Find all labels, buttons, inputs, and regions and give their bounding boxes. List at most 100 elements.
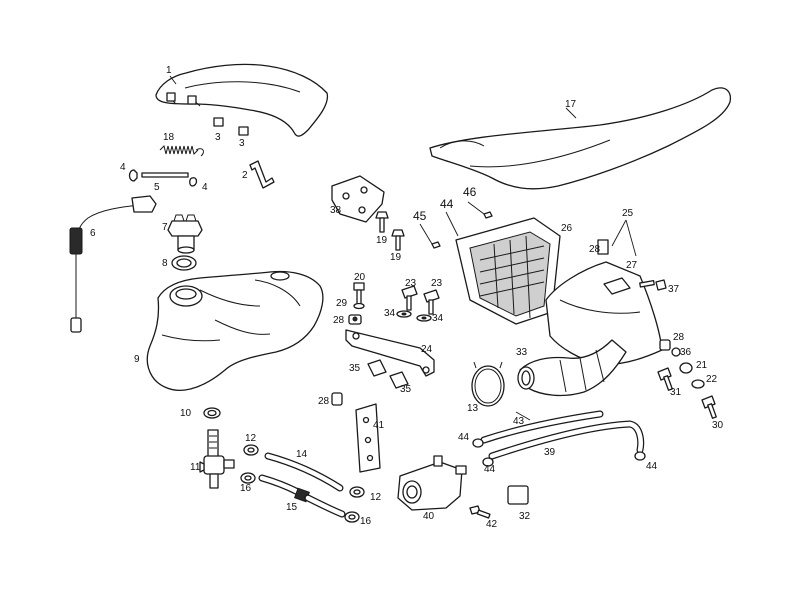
callout-20: 20 — [354, 272, 366, 283]
callout-6: 6 — [90, 228, 96, 239]
callout-35: 35 — [349, 363, 361, 374]
callout-16: 16 — [240, 483, 252, 494]
callout-32: 32 — [519, 511, 531, 522]
callout-7: 7 — [162, 222, 168, 233]
screw-part — [375, 211, 405, 251]
callout-24: 24 — [421, 344, 433, 355]
callout-3: 3 — [239, 138, 245, 149]
callout-14: 14 — [296, 449, 308, 460]
bolt-part — [353, 282, 365, 307]
callout-28: 28 — [673, 332, 685, 343]
callout-27: 27 — [626, 260, 638, 271]
callout-9: 9 — [134, 354, 140, 365]
breather-hose-part — [480, 410, 645, 460]
callout-40: 40 — [423, 511, 435, 522]
callout-44: 44 — [440, 197, 454, 211]
fuel-hose-part — [264, 452, 344, 492]
callout-45: 45 — [413, 209, 427, 223]
leader-lines — [169, 75, 637, 421]
gasket-part — [171, 255, 197, 271]
callout-38: 38 — [330, 205, 342, 216]
plate-part — [355, 403, 381, 473]
callout-15: 15 — [286, 502, 298, 513]
carburetor-body-part — [397, 455, 467, 511]
callout-23: 23 — [405, 278, 417, 289]
release-cable-part — [69, 195, 157, 333]
callout-11: 11 — [190, 462, 201, 473]
callout-25: 25 — [622, 208, 634, 219]
callout-44: 44 — [646, 461, 658, 472]
callout-19: 19 — [390, 252, 402, 263]
hose-clip-part — [203, 407, 221, 419]
callout-12: 12 — [370, 492, 382, 503]
callout-4: 4 — [202, 182, 208, 193]
callout-labels: 1 2 3 3 4 4 5 6 7 8 9 10 11 12 12 13 14 … — [90, 65, 724, 530]
callout-30: 30 — [712, 420, 724, 431]
seat-part — [429, 87, 732, 190]
callout-43: 43 — [513, 416, 525, 427]
callout-17: 17 — [565, 99, 577, 110]
callout-28: 28 — [318, 396, 330, 407]
fuel-tank-part — [146, 270, 324, 392]
foam-block-part — [507, 485, 529, 505]
callout-46: 46 — [463, 185, 477, 199]
tank-cover-part — [155, 63, 329, 137]
callout-35: 35 — [400, 384, 412, 395]
callout-22: 22 — [706, 374, 718, 385]
callout-8: 8 — [162, 258, 168, 269]
mounting-bracket-part — [345, 329, 435, 377]
callout-34: 34 — [384, 308, 396, 319]
callout-44: 44 — [458, 432, 470, 443]
grommet-part — [659, 339, 705, 389]
callout-18: 18 — [163, 132, 175, 143]
callout-23: 23 — [431, 278, 443, 289]
callout-31: 31 — [670, 387, 682, 398]
callout-16: 16 — [360, 516, 372, 527]
support-bracket-part — [331, 175, 385, 223]
callout-21: 21 — [696, 360, 708, 371]
air-filter-element-part — [455, 217, 561, 325]
callout-12: 12 — [245, 433, 257, 444]
callout-1: 1 — [166, 65, 172, 76]
callout-29: 29 — [336, 298, 348, 309]
callout-5: 5 — [154, 182, 160, 193]
callout-42: 42 — [486, 519, 498, 530]
clamp-ring-part — [471, 361, 505, 407]
spring-part — [159, 145, 204, 157]
filler-cap-part — [167, 214, 203, 254]
callout-28: 28 — [333, 315, 345, 326]
air-box-part — [545, 239, 663, 366]
fuel-tap-part — [199, 429, 235, 489]
washer-part — [396, 310, 432, 322]
callout-13: 13 — [467, 403, 479, 414]
nut-part — [331, 392, 343, 406]
callout-44: 44 — [484, 464, 496, 475]
callout-39: 39 — [544, 447, 556, 458]
callout-3: 3 — [215, 132, 221, 143]
screw-part — [431, 211, 493, 249]
callout-34: 34 — [432, 313, 444, 324]
callout-28: 28 — [589, 244, 601, 255]
bolt-part — [639, 279, 717, 419]
knob-screw-part — [401, 285, 440, 315]
intake-duct-part — [517, 339, 627, 397]
clip-part — [367, 359, 409, 389]
nut-part — [348, 314, 362, 325]
callout-4: 4 — [120, 162, 126, 173]
fuel-filter-part — [258, 474, 346, 518]
hose-clamp-part — [240, 444, 365, 523]
callout-26: 26 — [561, 223, 573, 234]
hinge-pin-part — [128, 169, 198, 187]
callout-2: 2 — [242, 170, 248, 181]
clip-part — [213, 117, 249, 136]
callout-41: 41 — [373, 420, 385, 431]
screw-part — [469, 505, 491, 519]
bracket-part — [249, 160, 275, 189]
callout-37: 37 — [668, 284, 680, 295]
callout-19: 19 — [376, 235, 388, 246]
hose-clip-part — [472, 438, 646, 467]
callout-33: 33 — [516, 347, 528, 358]
callout-10: 10 — [180, 408, 192, 419]
callout-36: 36 — [680, 347, 692, 358]
washer-part — [353, 302, 365, 310]
